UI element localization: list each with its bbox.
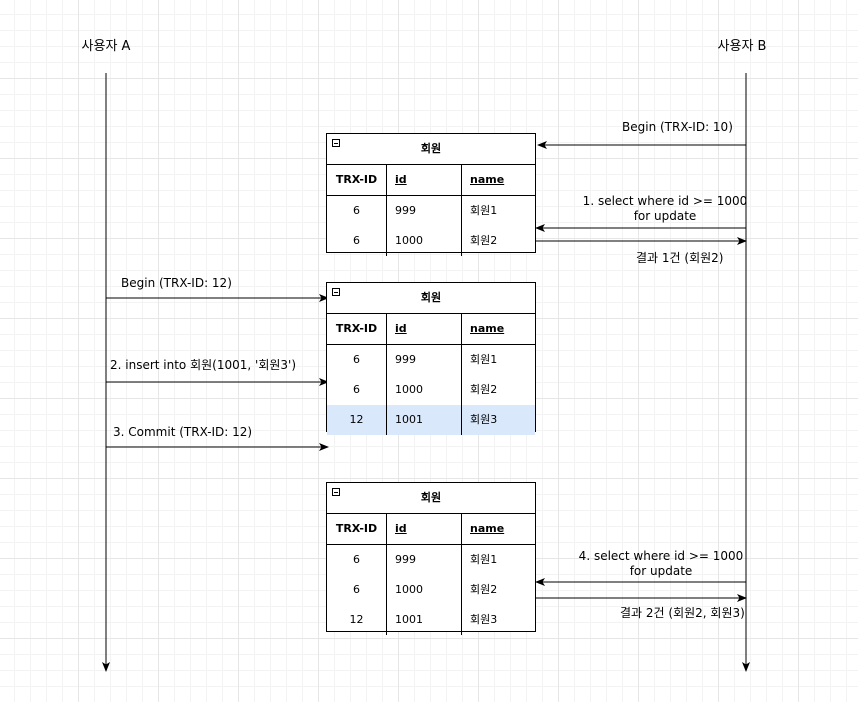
table-title: 회원 (420, 142, 442, 155)
table-row: 6 999 회원1 (327, 545, 535, 575)
cell-trx-id: 6 (327, 375, 387, 405)
cell-trx-id: 6 (327, 196, 387, 226)
column-header-row: TRX-ID id name (327, 314, 535, 345)
col-trx-id: TRX-ID (327, 514, 387, 544)
cell-id: 999 (387, 545, 462, 575)
cell-name: 회원2 (470, 234, 498, 247)
label-begin-a: Begin (TRX-ID: 12) (121, 276, 232, 290)
label-select-2-line2: for update (629, 564, 693, 578)
label-begin-b: Begin (TRX-ID: 10) (622, 120, 733, 134)
col-id: id (387, 165, 462, 195)
label-result-1: 결과 1건 (회원2) (636, 251, 724, 265)
cell-id: 1000 (387, 226, 462, 256)
table-title: 회원 (420, 491, 442, 504)
cell-name: 회원3 (470, 413, 498, 426)
table-title: 회원 (420, 291, 442, 304)
col-name: name (470, 322, 505, 335)
actor-a-label: 사용자 A (81, 39, 131, 54)
label-select-1-line2: for update (633, 209, 697, 223)
collapse-icon[interactable] (332, 488, 340, 496)
cell-trx-id: 6 (327, 345, 387, 375)
cell-trx-id: 12 (327, 605, 387, 635)
col-trx-id: TRX-ID (327, 314, 387, 344)
cell-name: 회원1 (470, 204, 498, 217)
member-table-1: 회원 TRX-ID id name 6 999 회원1 6 1000 회원2 (326, 133, 536, 256)
cell-id: 999 (387, 345, 462, 375)
column-header-row: TRX-ID id name (327, 514, 535, 545)
table-row: 6 999 회원1 (327, 196, 535, 226)
table-header: 회원 (327, 134, 535, 165)
cell-name: 회원2 (470, 583, 498, 596)
col-id: id (387, 514, 462, 544)
cell-id: 1001 (387, 605, 462, 635)
label-select-2-line1: 4. select where id >= 1000 (578, 549, 744, 563)
member-table-3: 회원 TRX-ID id name 6 999 회원1 6 1000 회원2 1… (326, 482, 536, 635)
table-row: 6 1000 회원2 (327, 575, 535, 605)
table-row: 6 1000 회원2 (327, 375, 535, 405)
cell-id: 1000 (387, 375, 462, 405)
table-row: 6 999 회원1 (327, 345, 535, 375)
col-name: name (470, 173, 505, 186)
table-row-highlighted: 12 1001 회원3 (327, 405, 535, 435)
table-row: 12 1001 회원3 (327, 605, 535, 635)
cell-trx-id: 6 (327, 575, 387, 605)
cell-trx-id: 12 (327, 405, 387, 435)
table-header: 회원 (327, 283, 535, 314)
cell-trx-id: 6 (327, 226, 387, 256)
cell-id: 1001 (387, 405, 462, 435)
cell-name: 회원1 (470, 553, 498, 566)
table-row: 6 1000 회원2 (327, 226, 535, 256)
collapse-icon[interactable] (332, 288, 340, 296)
col-id: id (387, 314, 462, 344)
column-header-row: TRX-ID id name (327, 165, 535, 196)
col-name: name (470, 522, 505, 535)
cell-name: 회원1 (470, 353, 498, 366)
cell-id: 999 (387, 196, 462, 226)
actor-b-label: 사용자 B (717, 39, 767, 54)
table-header: 회원 (327, 483, 535, 514)
label-insert: 2. insert into 회원(1001, '회원3') (110, 358, 297, 372)
collapse-icon[interactable] (332, 139, 340, 147)
cell-name: 회원2 (470, 383, 498, 396)
col-trx-id: TRX-ID (327, 165, 387, 195)
cell-name: 회원3 (470, 613, 498, 626)
member-table-2: 회원 TRX-ID id name 6 999 회원1 6 1000 회원2 1… (326, 282, 536, 435)
cell-trx-id: 6 (327, 545, 387, 575)
cell-id: 1000 (387, 575, 462, 605)
label-select-1-line1: 1. select where id >= 1000 (582, 194, 748, 208)
label-commit: 3. Commit (TRX-ID: 12) (113, 425, 253, 439)
label-result-2: 결과 2건 (회원2, 회원3) (620, 606, 745, 620)
